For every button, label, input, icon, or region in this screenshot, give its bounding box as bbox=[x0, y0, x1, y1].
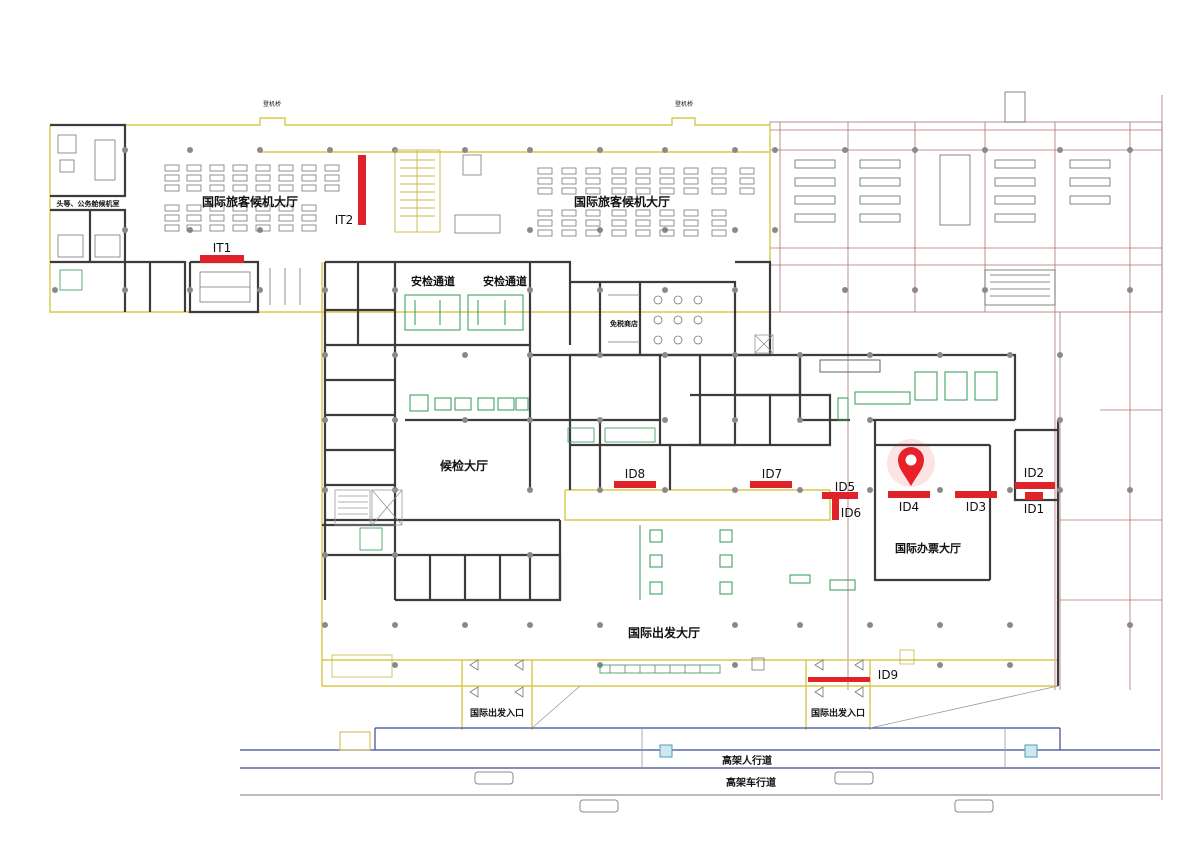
counter-id7 bbox=[750, 481, 792, 488]
area-labels: 国际旅客候机大厅 国际旅客候机大厅 头等、公务舱候机室 安检通道 安检通道 免税… bbox=[57, 100, 962, 789]
counter-id4 bbox=[888, 491, 930, 498]
label-duty-free: 免税商店 bbox=[610, 319, 638, 328]
label-id1: ID1 bbox=[1024, 502, 1044, 516]
label-bridge-left: 登机桥 bbox=[263, 100, 281, 108]
counter-it1 bbox=[200, 255, 244, 263]
label-entrance-left: 国际出发入口 bbox=[470, 707, 524, 719]
label-ticket-hall: 国际办票大厅 bbox=[895, 541, 961, 555]
label-id7: ID7 bbox=[762, 467, 782, 481]
label-security-left: 安检通道 bbox=[411, 274, 455, 288]
label-pedestrian-road: 高架人行道 bbox=[722, 754, 772, 767]
seating-left bbox=[164, 164, 340, 232]
label-it2: IT2 bbox=[335, 213, 354, 227]
duty-free-fixtures bbox=[608, 294, 703, 345]
label-id9: ID9 bbox=[878, 668, 898, 682]
central-escalator bbox=[394, 149, 501, 234]
entrance-fixtures bbox=[469, 649, 915, 698]
label-id4: ID4 bbox=[899, 500, 919, 514]
counter-id9 bbox=[808, 677, 870, 682]
counter-it2 bbox=[358, 155, 366, 225]
label-vip-lounge: 头等、公务舱候机室 bbox=[57, 199, 120, 208]
label-id5: ID5 bbox=[835, 480, 855, 494]
columns bbox=[52, 147, 1133, 668]
security-fixtures bbox=[404, 294, 529, 412]
restroom-fixtures bbox=[59, 269, 656, 551]
vip-fixtures bbox=[57, 134, 301, 305]
counter-id5 bbox=[822, 492, 858, 499]
counter-id3 bbox=[955, 491, 997, 498]
checkin-fixtures bbox=[639, 359, 998, 600]
interior-walls bbox=[50, 123, 1060, 686]
label-it1: IT1 bbox=[213, 241, 232, 255]
label-waiting-hall-left: 国际旅客候机大厅 bbox=[202, 194, 298, 209]
map-pin-icon[interactable] bbox=[887, 439, 935, 487]
counter-id8 bbox=[614, 481, 656, 488]
counter-id1 bbox=[1025, 492, 1043, 500]
label-bridge-right: 登机桥 bbox=[675, 100, 693, 108]
stairs-lower-left bbox=[331, 334, 774, 678]
label-entrance-right: 国际出发入口 bbox=[811, 707, 865, 719]
label-id2: ID2 bbox=[1024, 466, 1044, 480]
label-vehicle-road: 高架车行道 bbox=[726, 776, 776, 789]
elevated-road bbox=[240, 685, 1160, 813]
label-id6: ID6 bbox=[841, 506, 861, 520]
right-upper-rooms bbox=[794, 91, 1111, 306]
counter-id2 bbox=[1015, 482, 1055, 489]
counter-id6 bbox=[832, 492, 839, 520]
label-waiting-hall-right: 国际旅客候机大厅 bbox=[574, 194, 670, 209]
label-id8: ID8 bbox=[625, 467, 645, 481]
label-inspection-hall: 候检大厅 bbox=[440, 458, 488, 473]
counter-markers bbox=[200, 155, 1055, 682]
marker-labels: IT1 IT2 ID8 ID7 ID5 ID6 ID4 ID3 ID2 ID1 … bbox=[213, 213, 1044, 682]
seating-right bbox=[537, 167, 755, 237]
label-id3: ID3 bbox=[966, 500, 986, 514]
label-security-right: 安检通道 bbox=[483, 274, 527, 288]
structural-grid bbox=[769, 95, 1163, 800]
label-departure-hall: 国际出发大厅 bbox=[628, 625, 700, 640]
